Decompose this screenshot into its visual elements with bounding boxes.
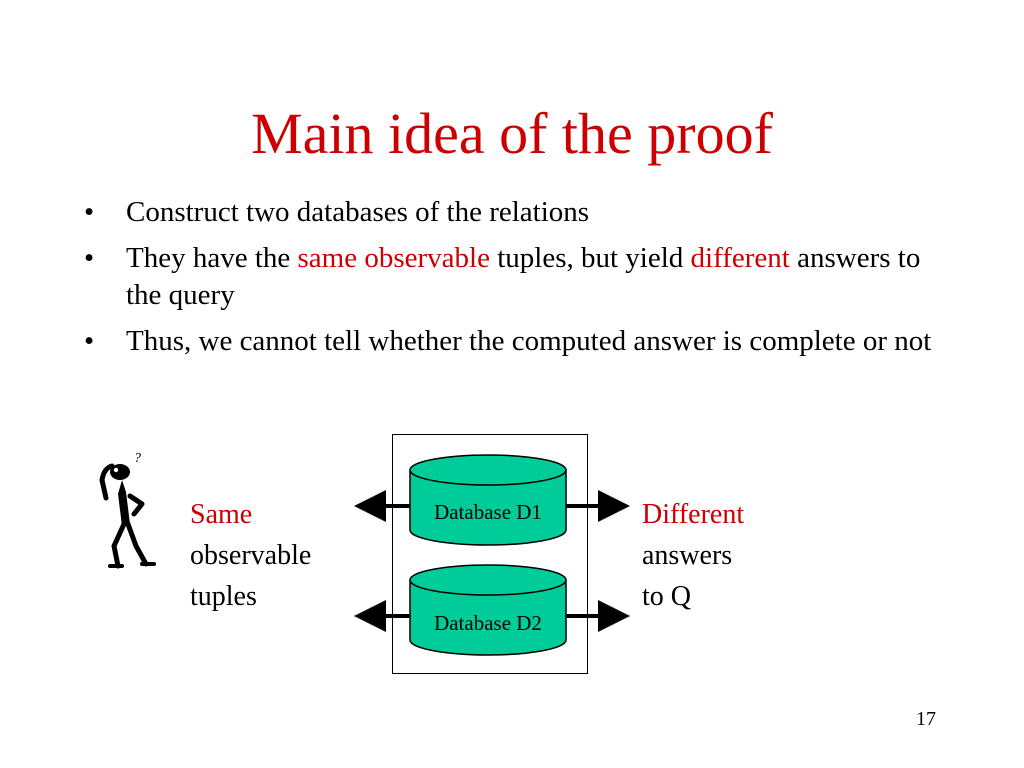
databases-frame [392,434,588,674]
right-label: Different answers to Q [642,494,744,617]
left-label-line: observable [190,540,312,571]
bullet-text: Construct two databases of the relations [126,196,590,228]
highlight-same-observable: same observable [297,242,490,274]
bullet-text-part: answers to the query [126,242,921,311]
bullet-text-part: tuples, but yield [489,242,691,274]
right-label-line: answers [642,540,733,571]
highlight-different: different [690,242,790,274]
left-label-line: Same [190,499,253,530]
bullet-marker: • [84,242,95,274]
bullet-text-part: They have the [126,242,298,274]
bullet-marker: • [84,196,95,228]
left-label: Same observable tuples [190,494,311,617]
right-label-line: Different [642,499,745,530]
left-label-line: tuples [190,581,257,612]
bullet-text: Thus, we cannot tell whether the compute… [126,325,932,357]
right-label-line: to Q [642,581,691,612]
svg-text:?: ? [134,451,141,466]
bullet-list: • Construct two databases of the relatio… [82,194,942,369]
bullet-item: • Construct two databases of the relatio… [82,194,942,231]
bullet-item: • They have the same observable tuples, … [82,240,942,314]
page-number: 17 [916,708,936,730]
bullet-item: • Thus, we cannot tell whether the compu… [82,323,942,360]
slide-title: Main idea of the proof [251,101,773,166]
bullet-marker: • [84,325,95,357]
confused-person-icon: ? [99,451,156,569]
